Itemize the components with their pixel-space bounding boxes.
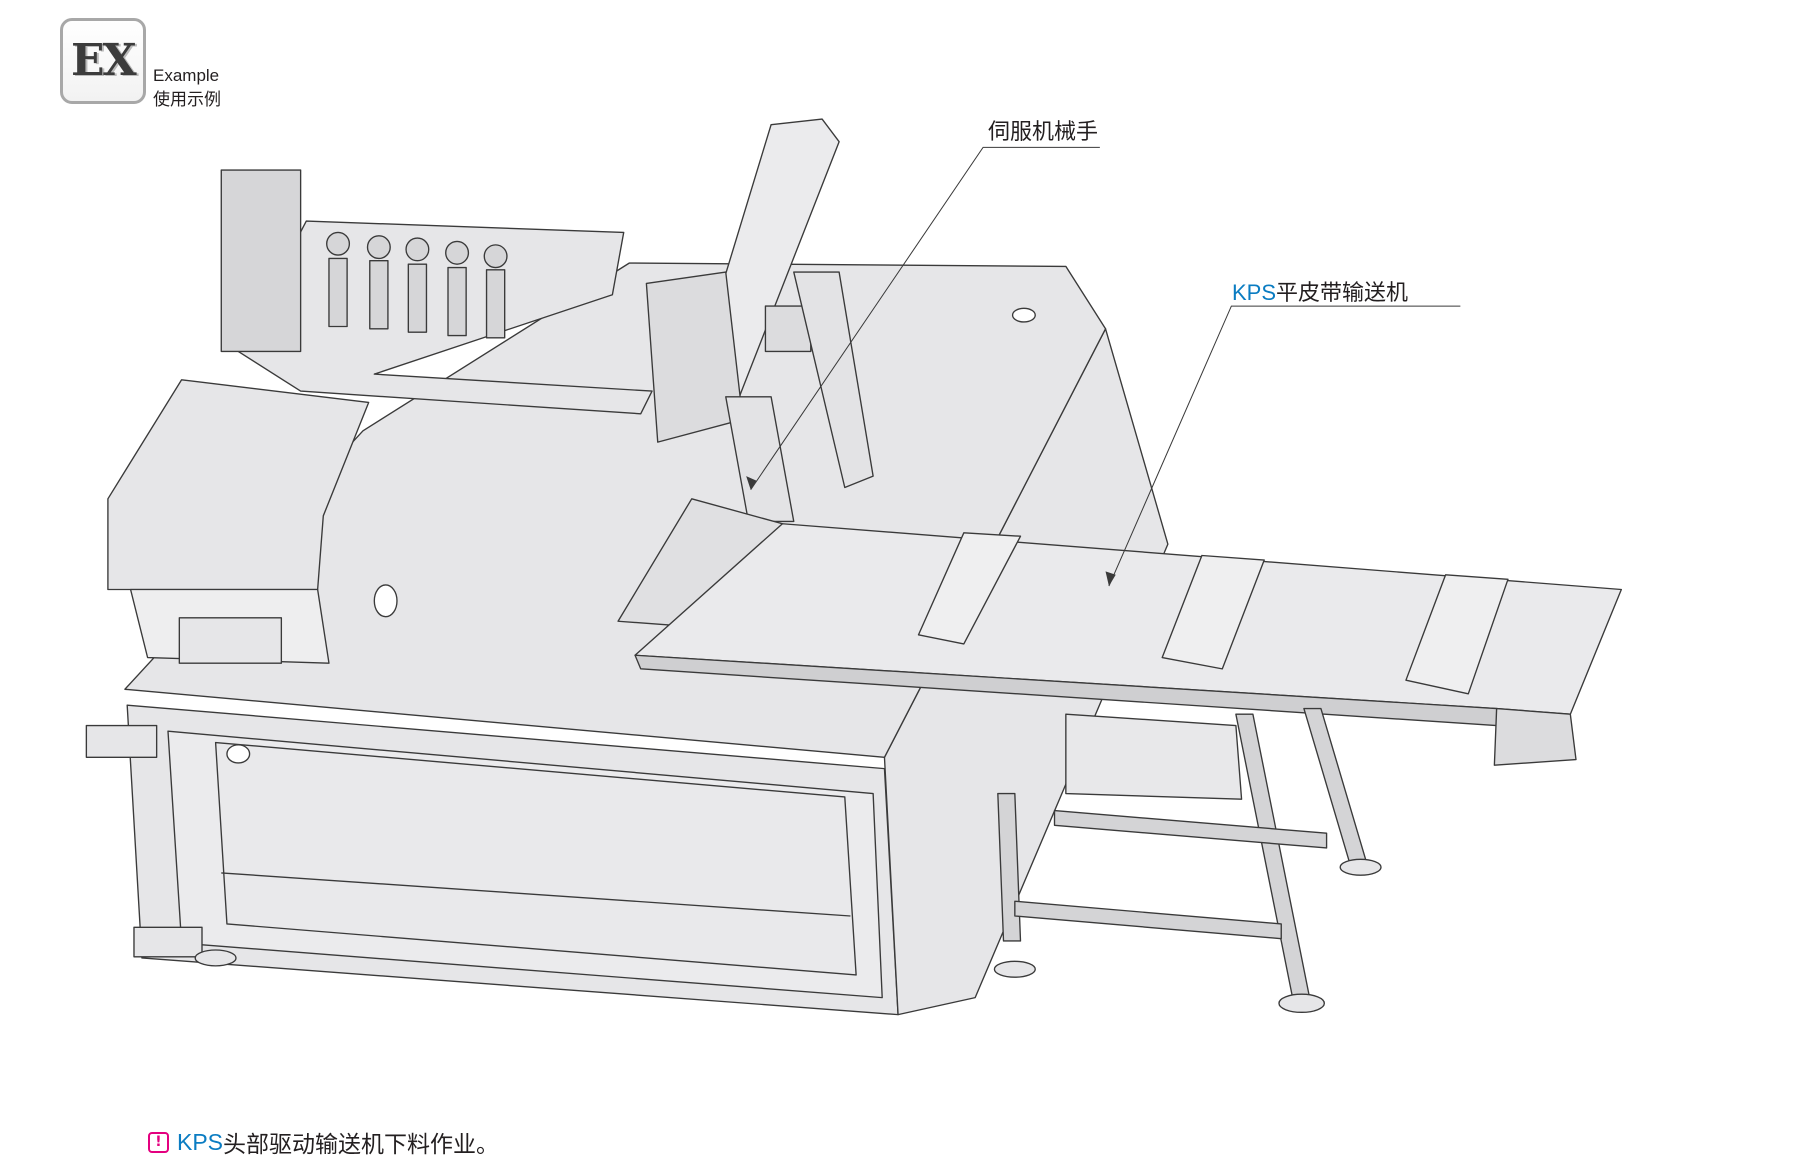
conveyor-label-prefix: KPS (1232, 280, 1277, 305)
caption-text: 头部驱动输送机下料作业。 (223, 1132, 500, 1158)
drawer (1065, 713, 1243, 800)
exclamation-icon: ! (148, 1131, 169, 1153)
caption-prefix: KPS (177, 1128, 224, 1155)
example-title-en: Example (153, 66, 220, 85)
example-badge-letters: EX (71, 35, 137, 86)
servo-robot-callout: 伺服机械手 (988, 114, 1098, 146)
servo-robot-label: 伺服机械手 (988, 120, 1099, 145)
conveyor-leader (1108, 305, 1461, 587)
conveyor-callout: KPS平皮带输送机 (1232, 275, 1408, 307)
example-badge: EX (60, 18, 146, 104)
hopper (107, 379, 370, 591)
conveyor-label: 平皮带输送机 (1276, 281, 1409, 306)
example-title-cn: 使用示例 (153, 90, 221, 110)
servo-robot-leader (750, 146, 1100, 491)
